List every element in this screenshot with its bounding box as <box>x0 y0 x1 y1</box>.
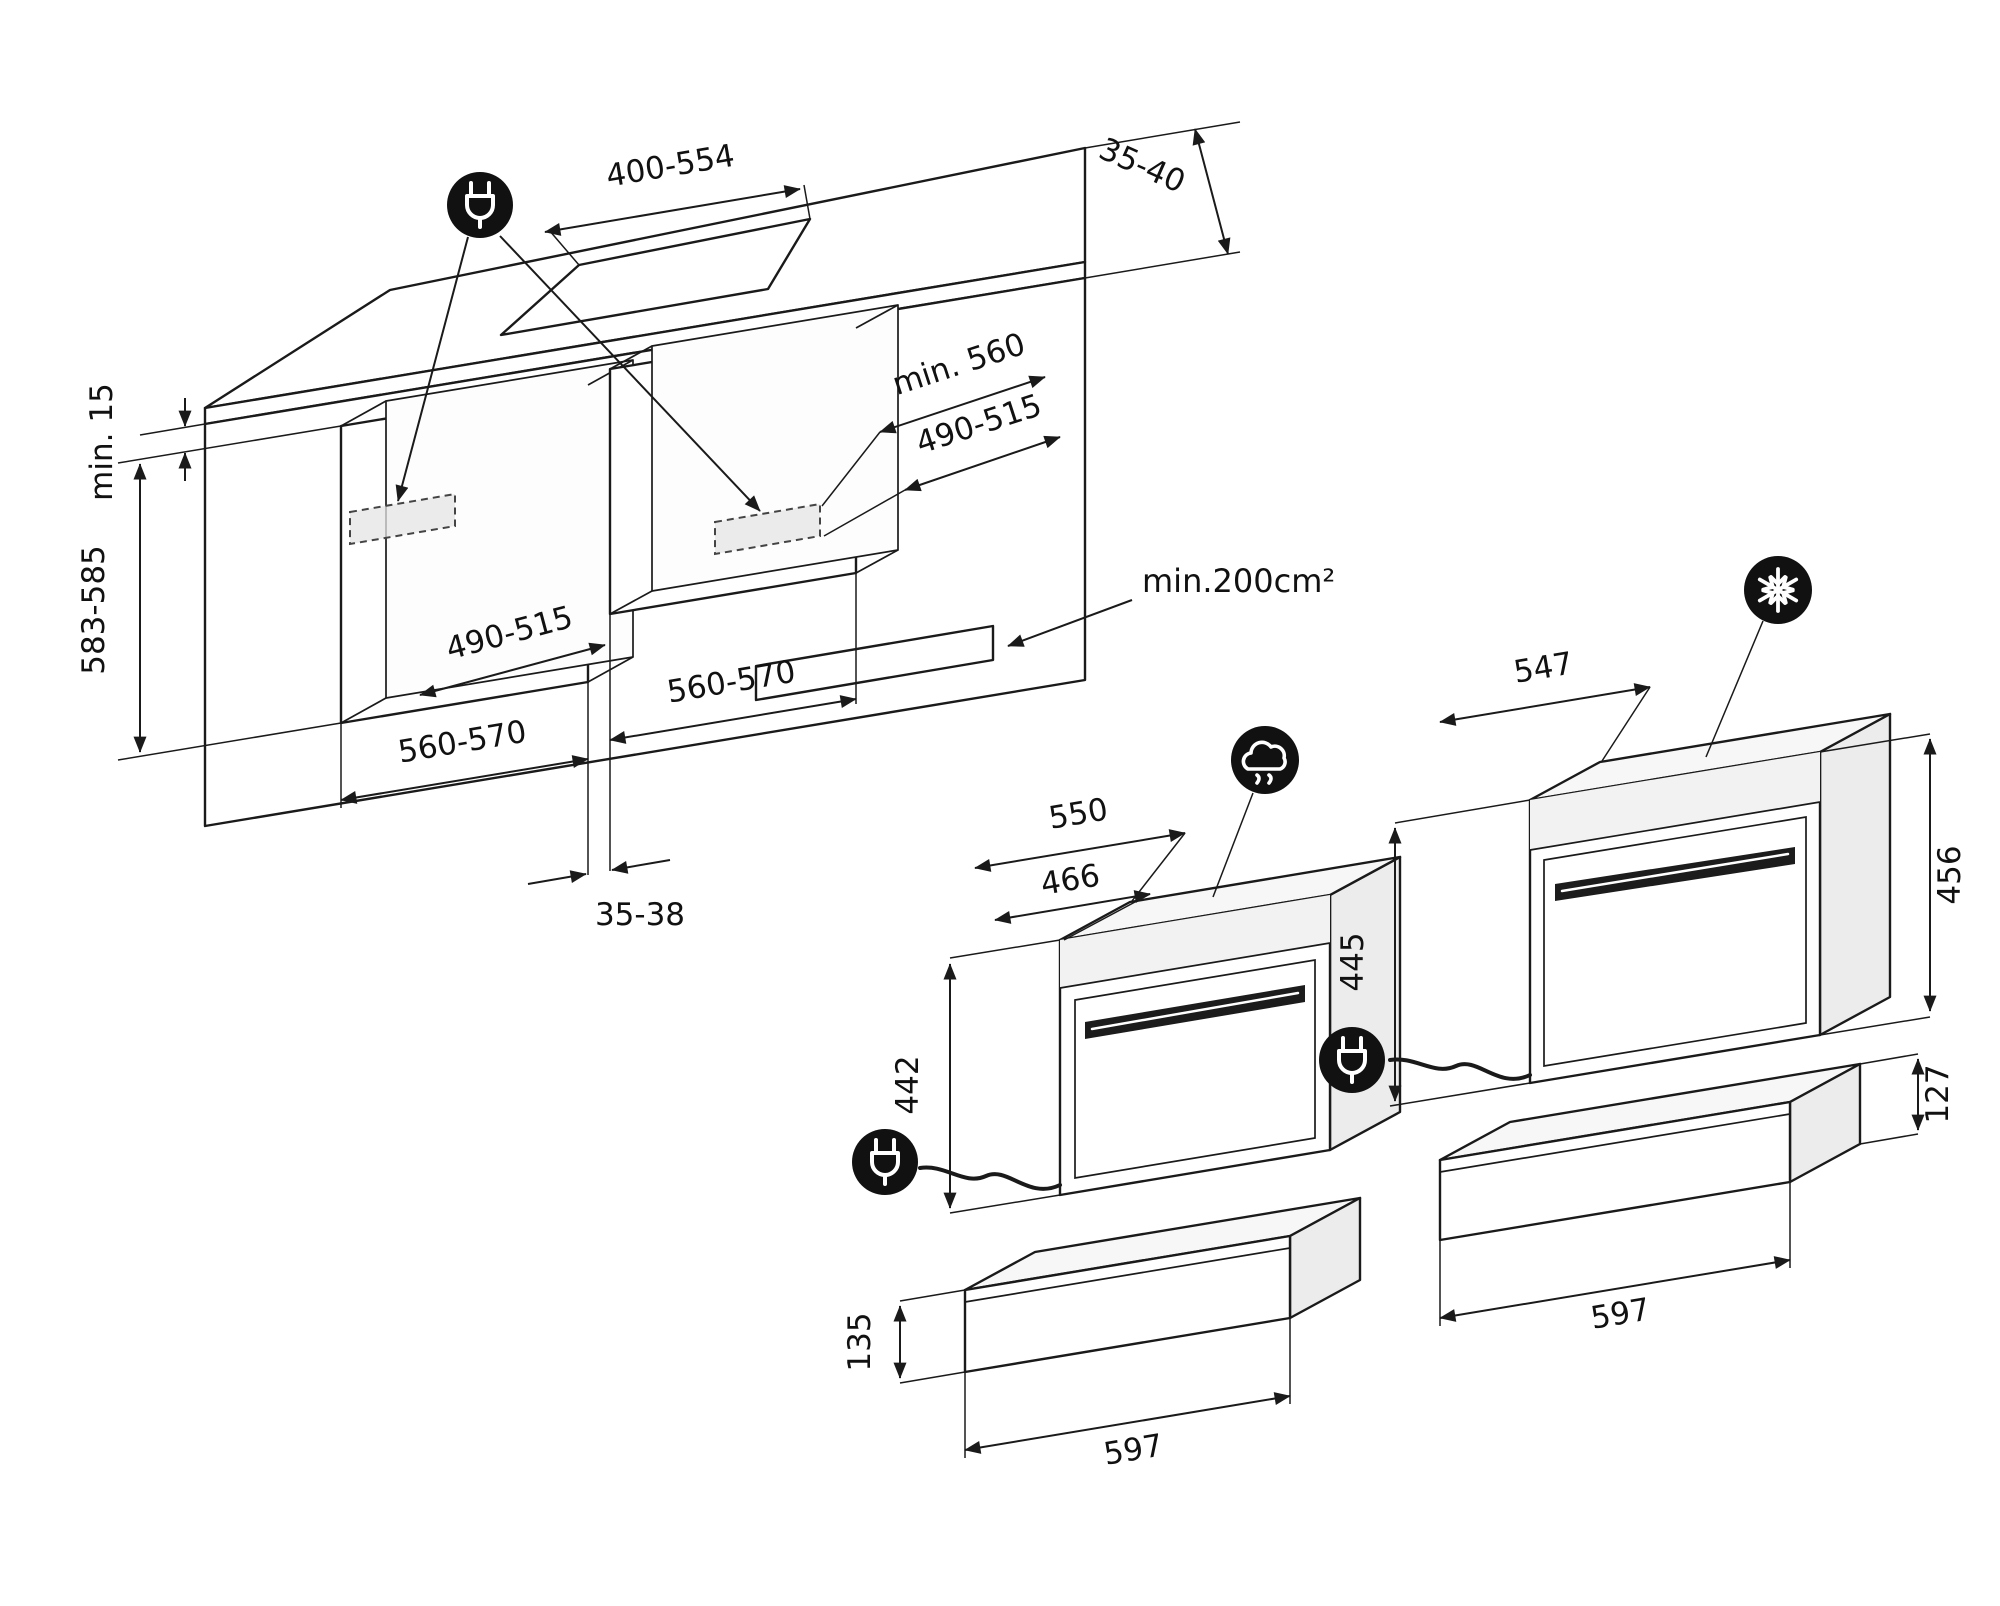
steam-icon <box>1212 726 1299 898</box>
dim-chiller-oven-depth: 547 <box>1511 646 1575 691</box>
leader-outlet-right <box>499 235 761 512</box>
dim-partition-thickness: 35-38 <box>595 897 685 933</box>
warming-drawer-left: 135 597 <box>842 1196 1362 1473</box>
chiller-oven-door-glass <box>1543 815 1807 1068</box>
steam-oven-control-band <box>1060 895 1330 988</box>
dim-drawer-right-height: 127 <box>1920 1064 1956 1123</box>
chiller-oven-power-cord <box>1388 1057 1532 1081</box>
ventilation-slot <box>754 624 995 702</box>
dim-chiller-oven-height-total: 456 <box>1932 845 1968 904</box>
right-niche-back-wall <box>651 304 899 592</box>
chiller-oven: 547 445 456 <box>1319 556 1968 1107</box>
dim-steam-oven-height: 442 <box>890 1055 926 1114</box>
dim-steam-oven-body-depth: 466 <box>1038 858 1102 903</box>
steam-oven-right-side <box>1328 855 1402 1152</box>
warming-drawer-right: 127 597 <box>1438 1053 1956 1337</box>
outlet-position-left <box>349 492 456 546</box>
steam-oven-power-cord <box>918 1165 1062 1191</box>
outlet-position-right <box>714 502 821 556</box>
leader-outlet-left <box>395 236 469 502</box>
plug-icon <box>1319 1027 1385 1093</box>
dim-chiller-oven-height-front: 445 <box>1335 932 1371 991</box>
plug-icon <box>447 172 513 238</box>
steam-oven-door-glass <box>1074 958 1316 1180</box>
dim-vent-area: min.200cm² <box>1142 562 1335 600</box>
chiller-oven-control-band <box>1530 752 1820 850</box>
dim-drawer-left-width: 597 <box>1101 1428 1165 1473</box>
dim-niche-height: 583-585 <box>76 545 112 675</box>
dim-hob-cutout-width: 400-554 <box>604 138 738 195</box>
dim-drawer-left-height: 135 <box>842 1312 878 1371</box>
leader-vent <box>1007 599 1133 647</box>
dim-drawer-right-width: 597 <box>1588 1292 1652 1337</box>
dim-steam-oven-niche-depth: 550 <box>1046 792 1110 837</box>
dim-worktop-thickness: 35-40 <box>1094 131 1191 201</box>
chiller-oven-right-side <box>1818 712 1892 1037</box>
cabinet-niche-drawing: 400-554 35-40 min. 15 583-585 490-515 mi… <box>76 121 1335 933</box>
plug-icon <box>852 1129 918 1195</box>
snowflake-icon <box>1705 556 1812 758</box>
chiller-oven-handle <box>1555 847 1795 901</box>
dim-min-top-gap: min. 15 <box>84 383 120 501</box>
steam-oven: 550 466 442 <box>852 726 1402 1214</box>
